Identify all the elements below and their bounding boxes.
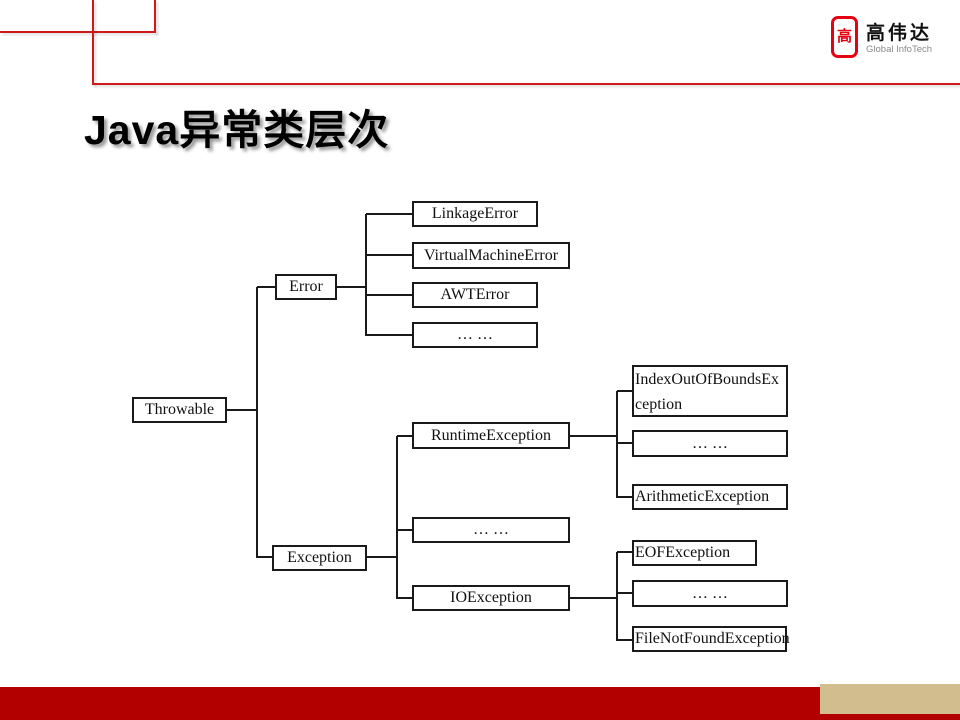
logo-company-name: 高伟达 [866, 23, 933, 44]
node-error: Error [275, 274, 337, 300]
logo: 高 高伟达 Global InfoTech [831, 16, 932, 58]
node-runtime-exception: RuntimeException [412, 422, 570, 449]
node-error-ellipsis: … … [412, 322, 538, 348]
node-arithmetic-exception: ArithmeticException [632, 484, 788, 510]
node-exception-ellipsis: … … [412, 517, 570, 543]
header-accent-line-vertical-long [92, 0, 94, 85]
footer-red-bar [0, 687, 960, 720]
node-exception: Exception [272, 545, 367, 571]
node-virtual-machine-error: VirtualMachineError [412, 242, 570, 269]
node-io-ellipsis: … … [632, 580, 788, 607]
logo-text: 高伟达 Global InfoTech [866, 16, 932, 55]
node-awt-error: AWTError [412, 282, 538, 308]
logo-emblem-glyph: 高 [836, 28, 852, 45]
logo-company-subtitle: Global InfoTech [866, 44, 933, 55]
node-io-exception: IOException [412, 585, 570, 611]
node-throwable: Throwable [132, 397, 227, 423]
header-accent-line-short [0, 31, 156, 33]
node-index-out-of-bounds-exception: IndexOutOfBoundsException [632, 365, 788, 417]
node-runtime-ellipsis: … … [632, 430, 788, 457]
footer-tan-block [820, 684, 960, 714]
node-file-not-found-exception: FileNotFoundException [632, 626, 790, 652]
logo-emblem-icon: 高 [831, 16, 858, 58]
node-eof-exception: EOFException [632, 540, 757, 566]
header-accent-line-vertical-short [154, 0, 156, 33]
page-title: Java异常类层次 [84, 107, 390, 153]
node-linkage-error: LinkageError [412, 201, 538, 227]
header-rule-line [92, 83, 960, 85]
